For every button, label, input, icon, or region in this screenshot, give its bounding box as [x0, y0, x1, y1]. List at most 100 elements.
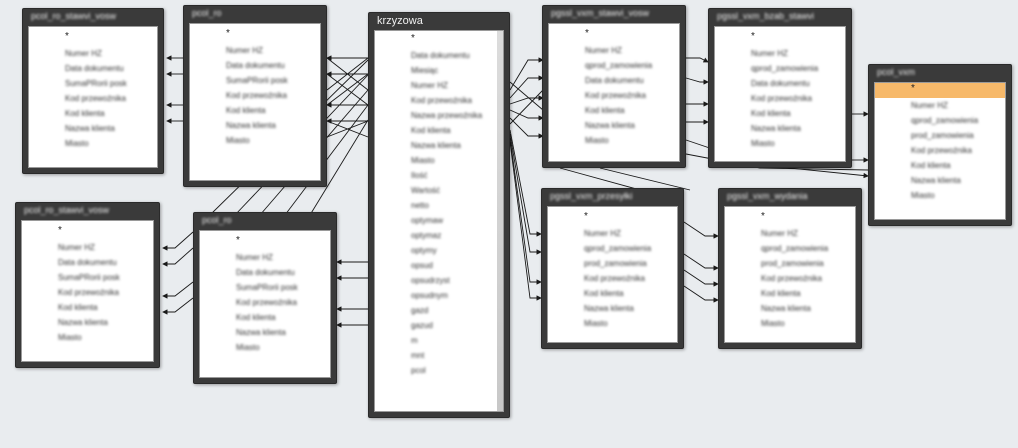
field-list[interactable]: * Numer HZ qprod_zamowienia prod_zamowie… [547, 206, 678, 343]
field-item[interactable]: Miasto [411, 156, 435, 165]
field-item[interactable]: Numer HZ [65, 49, 102, 58]
field-list[interactable]: * Numer HZ Data dokumentu SumaPRorii pos… [189, 23, 321, 181]
field-item[interactable]: Miasto [585, 136, 609, 145]
table-window-t4[interactable]: pcol_ro * Numer HZ Data dokumentu SumaPR… [193, 212, 337, 384]
table-window-t1[interactable]: pcol_ro_stawvi_vosw * Numer HZ Data doku… [22, 8, 164, 174]
field-item[interactable]: Kod klienta [411, 126, 451, 135]
table-window-t3[interactable]: pcol_ro_stawvi_vosw * Numer HZ Data doku… [15, 202, 160, 368]
field-item[interactable]: Numer HZ [911, 101, 948, 110]
field-item[interactable]: Kod przewoźnika [585, 91, 646, 100]
field-item[interactable]: Ilość [411, 171, 428, 180]
field-item[interactable]: Kod klienta [65, 109, 105, 118]
field-list[interactable]: * Data dokumentu Miesiąc Numer HZ Kod pr… [374, 30, 504, 412]
field-item[interactable]: Miasto [584, 319, 608, 328]
field-item[interactable]: Miasto [58, 333, 82, 342]
field-item[interactable]: Nazwa klienta [226, 121, 276, 130]
field-item[interactable]: SumaPRorii posk [226, 76, 288, 85]
field-item[interactable]: qprod_zamowienia [751, 64, 819, 73]
table-window-krzyzowa[interactable]: krzyzowa * Data dokumentu Miesiąc Numer … [368, 12, 510, 418]
field-item[interactable]: qprod_zamowienia [584, 244, 652, 253]
field-item[interactable]: Kod klienta [585, 106, 625, 115]
field-item[interactable]: prod_zamowienia [584, 259, 647, 268]
field-item[interactable]: Data dokumentu [411, 51, 470, 60]
field-item[interactable]: qprod_zamowienia [761, 244, 829, 253]
field-item[interactable]: Kod przewoźnika [236, 298, 297, 307]
field-item[interactable]: Nazwa klienta [751, 124, 801, 133]
table-title[interactable]: pcol_ro_stawvi_vosw [24, 205, 110, 215]
field-item-selected[interactable]: * [875, 83, 1005, 98]
field-item[interactable]: Nazwa klienta [585, 121, 635, 130]
field-item[interactable]: Data dokumentu [65, 64, 124, 73]
field-item[interactable]: Numer HZ [236, 253, 273, 262]
field-item[interactable]: Kod przewoźnika [911, 146, 972, 155]
field-item[interactable]: * [65, 31, 69, 42]
field-item[interactable]: Data dokumentu [585, 76, 644, 85]
field-item[interactable]: * [584, 211, 588, 222]
field-item[interactable]: Numer HZ [751, 49, 788, 58]
field-item[interactable]: Nazwa klienta [761, 304, 811, 313]
field-item[interactable]: Kod przewoźnika [584, 274, 645, 283]
field-list[interactable]: * Numer HZ Data dokumentu SumaPRorii pos… [21, 220, 154, 362]
table-window-r5[interactable]: pgssl_vxm_wydania * Numer HZ qprod_zamow… [718, 188, 862, 349]
field-item[interactable]: opsudrzyst [411, 276, 450, 285]
field-item[interactable]: Kod przewoźnika [411, 96, 472, 105]
field-item[interactable]: opsudnym [411, 291, 448, 300]
field-item[interactable]: Miesiąc [411, 66, 439, 75]
field-item[interactable]: SumaPRorii posk [236, 283, 298, 292]
table-title[interactable]: pgssl_vxm_wydania [727, 191, 808, 201]
field-item[interactable]: Numer HZ [585, 46, 622, 55]
field-item[interactable]: Nazwa klienta [58, 318, 108, 327]
table-window-r3[interactable]: pcol_vxm * Numer HZ qprod_zamowienia pro… [868, 64, 1012, 226]
field-item[interactable]: * [751, 31, 755, 42]
field-item[interactable]: Miasto [236, 343, 260, 352]
field-item[interactable]: qprod_zamowienia [911, 116, 979, 125]
table-title[interactable]: pcol_ro [202, 215, 232, 225]
field-item[interactable]: * [226, 28, 230, 39]
field-item[interactable]: Nazwa klienta [236, 328, 286, 337]
field-item[interactable]: netto [411, 201, 429, 210]
table-title[interactable]: pcol_ro [192, 8, 222, 18]
field-item[interactable]: optymaz [411, 231, 442, 240]
field-item[interactable]: Kod klienta [751, 109, 791, 118]
field-item[interactable]: pcol [411, 366, 426, 375]
field-item[interactable]: Kod klienta [584, 289, 624, 298]
field-list[interactable]: * Numer HZ qprod_zamowienia Data dokumen… [548, 23, 680, 162]
field-item[interactable]: * [58, 225, 62, 236]
field-item[interactable]: Kod przewoźnika [751, 94, 812, 103]
table-title[interactable]: pgssl_vxm_przesyłki [550, 191, 633, 201]
field-item[interactable]: Miasto [751, 139, 775, 148]
field-item[interactable]: Kod klienta [226, 106, 266, 115]
field-item[interactable]: gazd [411, 306, 429, 315]
field-item[interactable]: opsud [411, 261, 433, 270]
field-item[interactable]: Kod klienta [58, 303, 98, 312]
field-item[interactable]: Nazwa klienta [65, 124, 115, 133]
field-item[interactable]: Data dokumentu [236, 268, 295, 277]
field-item[interactable]: prod_zamowienia [761, 259, 824, 268]
table-window-r4[interactable]: pgssl_vxm_przesyłki * Numer HZ qprod_zam… [541, 188, 684, 349]
field-list[interactable]: * Numer HZ qprod_zamowienia Data dokumen… [714, 26, 846, 162]
field-list[interactable]: * Numer HZ Data dokumentu SumaPRorii pos… [199, 230, 331, 378]
field-item[interactable]: Numer HZ [411, 81, 448, 90]
field-list[interactable]: * Numer HZ qprod_zamowienia prod_zamowie… [724, 206, 856, 343]
field-item[interactable]: Data dokumentu [751, 79, 810, 88]
field-item[interactable]: gazud [411, 321, 433, 330]
field-list[interactable]: * Numer HZ qprod_zamowienia prod_zamowie… [874, 82, 1006, 220]
field-item[interactable]: Data dokumentu [226, 61, 285, 70]
field-list[interactable]: * Numer HZ Data dokumentu SumaPRorii pos… [28, 26, 158, 168]
field-item[interactable]: m [411, 336, 418, 345]
field-item[interactable]: qprod_zamowienia [585, 61, 653, 70]
field-item[interactable]: Nazwa klienta [584, 304, 634, 313]
field-item[interactable]: Miasto [226, 136, 250, 145]
field-item[interactable]: Kod klienta [911, 161, 951, 170]
table-title[interactable]: pcol_vxm [877, 67, 916, 77]
table-window-r1[interactable]: pgssl_vxm_stawvi_vosw * Numer HZ qprod_z… [542, 5, 686, 168]
field-item[interactable]: optymaw [411, 216, 444, 225]
field-item[interactable]: Kod klienta [761, 289, 801, 298]
table-window-r2[interactable]: pgssl_vxm_bzab_stawvi * Numer HZ qprod_z… [708, 8, 852, 168]
table-title[interactable]: pgssl_vxm_stawvi_vosw [551, 8, 650, 18]
field-item[interactable]: Nazwa przewoźnika [411, 111, 483, 120]
field-item[interactable]: Kod przewoźnika [65, 94, 126, 103]
table-title[interactable]: pcol_ro_stawvi_vosw [31, 11, 117, 21]
field-item[interactable]: * [411, 33, 415, 44]
field-item[interactable]: Nazwa klienta [911, 176, 961, 185]
